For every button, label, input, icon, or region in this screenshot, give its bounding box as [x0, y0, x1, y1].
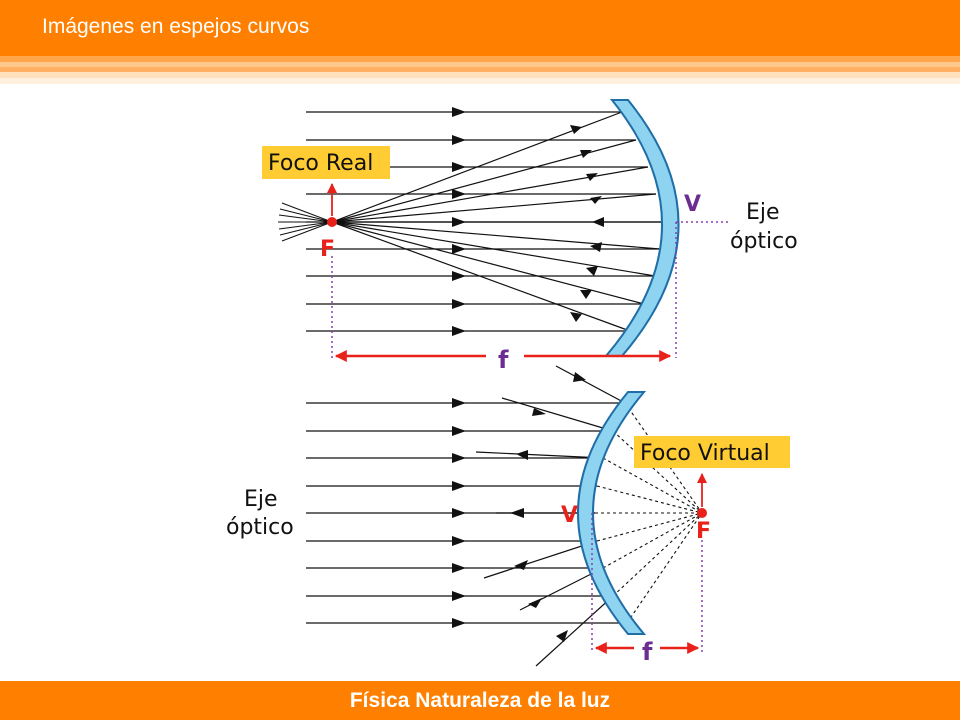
header-bar: Imágenes en espejos curvos	[0, 0, 960, 56]
concave-focus-dot	[327, 217, 337, 227]
concave-reflected-rays	[331, 111, 662, 332]
convex-focus-point: F	[696, 519, 711, 544]
concave-vertex-label: V	[684, 192, 701, 217]
convex-axis-label-2: óptico	[226, 515, 294, 540]
header-stripe	[0, 62, 960, 67]
footer-bar: Física Naturaleza de la luz	[0, 681, 960, 720]
concave-reflected-arrows	[570, 125, 604, 322]
convex-axis-label-1: Eje	[244, 487, 278, 512]
convex-reflected-rays	[475, 365, 626, 667]
header-stripe	[0, 72, 960, 78]
convex-reflected-arrows	[510, 372, 586, 642]
header-stripe	[0, 56, 960, 62]
slide-title: Imágenes en espejos curvos	[42, 15, 310, 38]
concave-past-focus-rays	[278, 202, 333, 242]
convex-ray-arrows	[452, 398, 466, 628]
convex-mirror	[577, 391, 647, 635]
concave-focus-label: Foco Real	[268, 151, 373, 176]
concave-focus-label-box	[262, 146, 390, 179]
concave-axis-label-2: óptico	[730, 229, 798, 254]
convex-focus-dot	[697, 508, 707, 518]
convex-focal-label: f	[642, 638, 653, 666]
convex-vertex-label: V	[561, 503, 578, 528]
concave-focal-label: f	[498, 346, 509, 374]
footer-title: Física Naturaleza de la luz	[349, 689, 611, 712]
concave-ray-arrows	[452, 107, 466, 336]
convex-focus-label: Foco Virtual	[640, 441, 770, 466]
concave-axis-label-1: Eje	[746, 200, 780, 225]
concave-mirror	[603, 99, 680, 357]
header-stripe	[0, 78, 960, 84]
concave-focus-point: F	[320, 237, 335, 262]
header-stripe	[0, 67, 960, 72]
convex-focus-label-box	[634, 436, 790, 468]
